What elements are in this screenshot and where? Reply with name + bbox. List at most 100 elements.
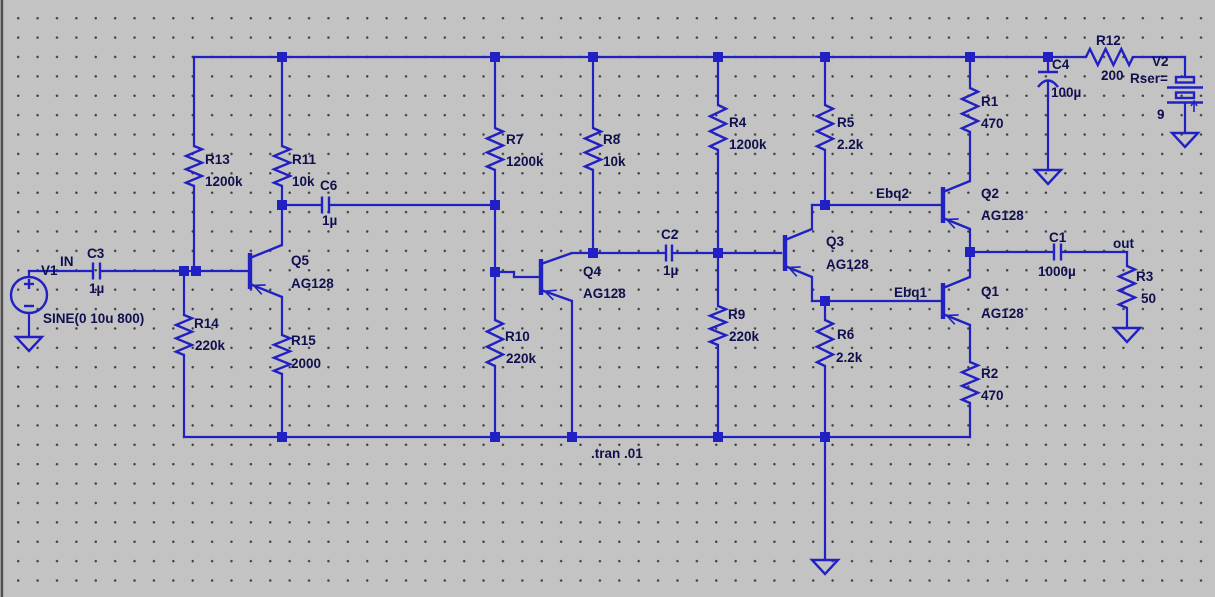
r15-val-label[interactable]: 2000 — [291, 356, 322, 371]
q4-ref-label[interactable]: Q4 — [583, 264, 602, 279]
r5-ref-label[interactable]: R5 — [837, 115, 855, 130]
v2-ref-label[interactable]: V2 — [1152, 54, 1169, 69]
r12-val-label[interactable]: 200 — [1101, 68, 1124, 83]
transistor-Q4[interactable] — [538, 251, 573, 303]
c1-val-label[interactable]: 1000µ — [1038, 264, 1076, 279]
c3-ref-label[interactable]: C3 — [87, 246, 105, 261]
ground-icon[interactable] — [1111, 326, 1143, 344]
capacitor-C2[interactable] — [664, 244, 674, 262]
junction-dot — [588, 52, 598, 62]
battery-plus-arrow-icon — [1190, 99, 1198, 112]
q3-ref-label[interactable]: Q3 — [826, 234, 845, 249]
r2-ref-label[interactable]: R2 — [981, 366, 999, 381]
r10-val-label[interactable]: 220k — [506, 351, 537, 366]
resistor-R14[interactable] — [172, 313, 196, 357]
c4-val-label[interactable]: 100µ — [1051, 85, 1082, 100]
transistor-Q1[interactable] — [940, 275, 971, 327]
resistor-R6[interactable] — [814, 318, 836, 368]
net-label-ebq1[interactable]: Ebq1 — [894, 285, 928, 300]
r6-val-label[interactable]: 2.2k — [836, 350, 863, 365]
v1-ref-label[interactable]: V1 — [41, 263, 58, 278]
transistor-Q2[interactable] — [940, 179, 971, 231]
c4-ref-label[interactable]: C4 — [1052, 57, 1070, 72]
capacitor-C1[interactable] — [1052, 243, 1063, 261]
voltage-source-v1[interactable] — [9, 275, 49, 315]
capacitor-C6[interactable] — [320, 196, 331, 214]
ground-icon[interactable] — [13, 335, 45, 353]
resistor-R1[interactable] — [959, 86, 981, 134]
r7-val-label[interactable]: 1200k — [506, 154, 544, 169]
r7-ref-label[interactable]: R7 — [506, 132, 524, 147]
r10-ref-label[interactable]: R10 — [505, 329, 530, 344]
transistor-Q3[interactable] — [782, 227, 813, 279]
r4-val-label[interactable]: 1200k — [729, 137, 767, 152]
junction-dot — [820, 296, 830, 306]
resistor-R11[interactable] — [270, 144, 294, 188]
resistor-R13[interactable] — [182, 144, 206, 188]
r11-ref-label[interactable]: R11 — [292, 152, 317, 167]
r4-ref-label[interactable]: R4 — [729, 115, 747, 130]
resistor-R10[interactable] — [484, 318, 506, 368]
r5-val-label[interactable]: 2.2k — [837, 137, 864, 152]
r9-val-label[interactable]: 220k — [729, 329, 760, 344]
resistor-R12[interactable] — [1084, 46, 1135, 68]
r2-val-label[interactable]: 470 — [981, 388, 1004, 403]
q2-model-label[interactable]: AG128 — [981, 208, 1024, 223]
q4-model-label[interactable]: AG128 — [583, 286, 626, 301]
r12-ref-label[interactable]: R12 — [1096, 33, 1121, 48]
transistor-Q5[interactable] — [247, 243, 283, 299]
r1-val-label[interactable]: 470 — [981, 116, 1004, 131]
resistor-R9[interactable] — [706, 304, 730, 347]
ground-icon[interactable] — [1169, 131, 1201, 149]
r14-val-label[interactable]: 220k — [195, 338, 226, 353]
resistor-R8[interactable] — [582, 126, 604, 172]
r13-ref-label[interactable]: R13 — [205, 152, 230, 167]
c6-ref-label[interactable]: C6 — [320, 178, 338, 193]
wires[interactable] — [27, 55, 1187, 562]
c6-val-label[interactable]: 1µ — [322, 213, 338, 228]
c3-val-label[interactable]: 1µ — [89, 281, 105, 296]
q1-model-label[interactable]: AG128 — [981, 306, 1024, 321]
resistor-R15[interactable] — [270, 333, 294, 376]
ground-icon[interactable] — [809, 558, 841, 576]
resistor-R7[interactable] — [484, 126, 506, 172]
v2-value-label[interactable]: 9 — [1157, 107, 1165, 122]
battery-v2[interactable] — [1167, 75, 1203, 112]
r1-ref-label[interactable]: R1 — [981, 94, 999, 109]
capacitor-C4[interactable] — [1037, 70, 1059, 88]
c1-ref-label[interactable]: C1 — [1049, 230, 1067, 245]
r14-ref-label[interactable]: R14 — [194, 316, 219, 331]
r8-val-label[interactable]: 10k — [603, 154, 626, 169]
net-label-out[interactable]: out — [1113, 236, 1134, 251]
c2-ref-label[interactable]: C2 — [661, 227, 679, 242]
net-label-ebq2[interactable]: Ebq2 — [876, 186, 910, 201]
q5-model-label[interactable]: AG128 — [291, 276, 334, 291]
r3-val-label[interactable]: 50 — [1141, 291, 1157, 306]
r8-ref-label[interactable]: R8 — [603, 132, 621, 147]
r3-ref-label[interactable]: R3 — [1136, 269, 1154, 284]
r13-val-label[interactable]: 1200k — [205, 174, 243, 189]
v2-rser-label[interactable]: Rser= — [1130, 71, 1168, 86]
junction-dot — [179, 266, 189, 276]
q2-ref-label[interactable]: Q2 — [981, 186, 1000, 201]
resistor-R4[interactable] — [707, 103, 729, 152]
spice-directive[interactable]: .tran .01 — [591, 446, 643, 461]
r15-ref-label[interactable]: R15 — [291, 333, 316, 348]
q1-ref-label[interactable]: Q1 — [981, 284, 1000, 299]
r6-ref-label[interactable]: R6 — [837, 327, 855, 342]
resistor-R5[interactable] — [814, 103, 836, 152]
r11-val-label[interactable]: 10k — [292, 174, 315, 189]
ground-icon[interactable] — [1032, 168, 1064, 186]
net-label-in[interactable]: IN — [60, 254, 74, 269]
capacitor-C3[interactable] — [91, 262, 102, 280]
resistor-R3[interactable] — [1116, 264, 1138, 310]
r9-ref-label[interactable]: R9 — [728, 307, 746, 322]
q5-ref-label[interactable]: Q5 — [291, 253, 310, 268]
q3-model-label[interactable]: AG128 — [826, 257, 869, 272]
junction-dot — [965, 247, 975, 257]
resistor-R2[interactable] — [958, 360, 982, 405]
v1-model-label[interactable]: SINE(0 10u 800) — [43, 311, 145, 326]
c2-val-label[interactable]: 1µ — [663, 263, 679, 278]
